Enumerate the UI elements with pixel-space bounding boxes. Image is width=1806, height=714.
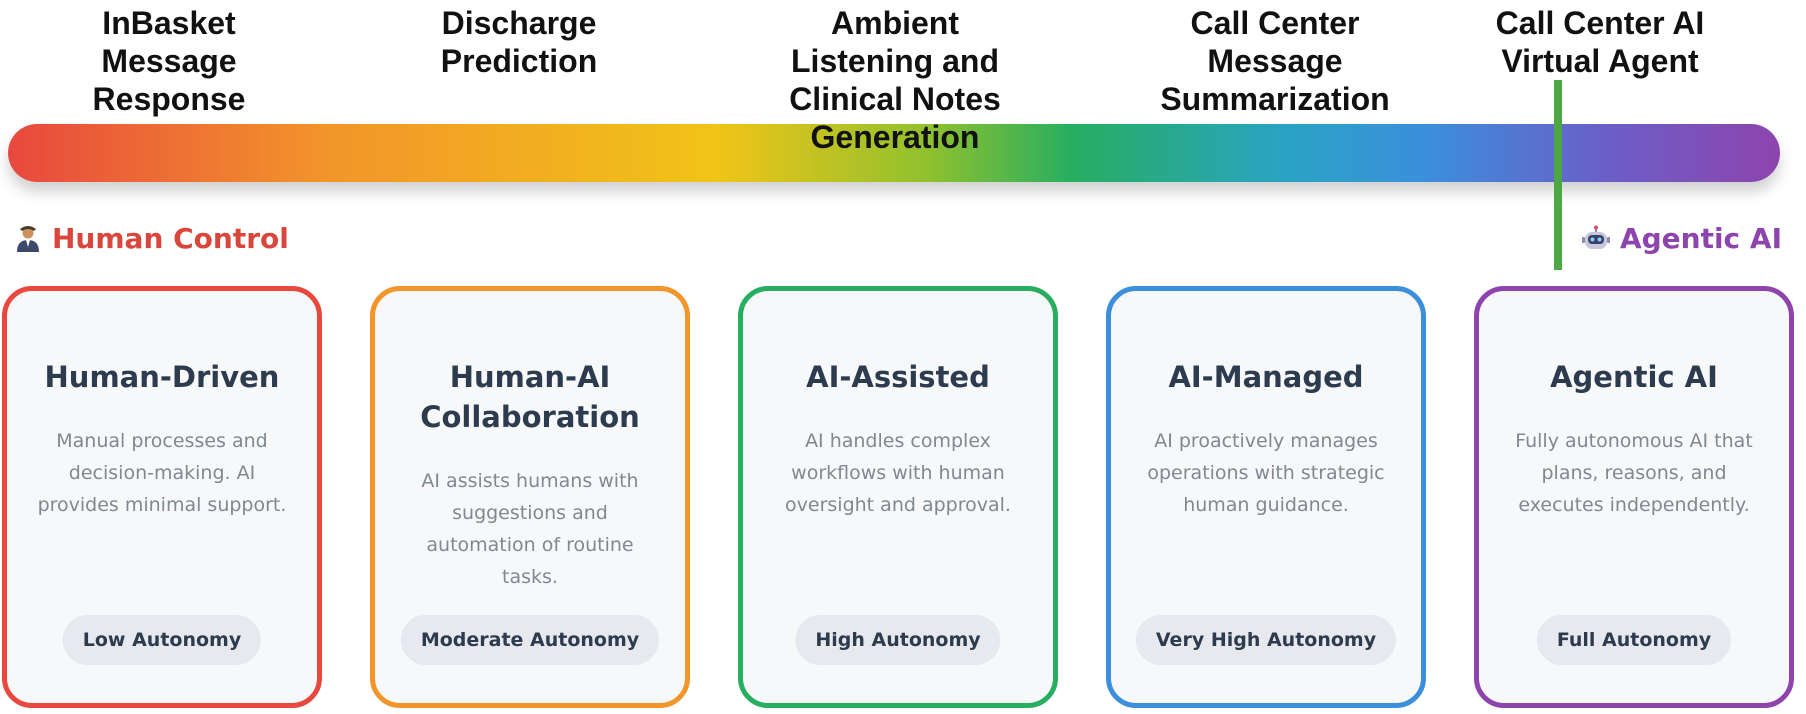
use-case-label: Discharge Prediction — [440, 5, 598, 79]
card-title: AI-Assisted — [806, 360, 990, 394]
card-title: AI-Managed — [1168, 360, 1364, 394]
autonomy-card-ai-assisted: AI-Assisted AI handles complex workflows… — [738, 286, 1058, 708]
card-description: Manual processes and decision-making. AI… — [37, 430, 287, 516]
card-description: AI handles complex workflows with human … — [785, 430, 1011, 516]
current-position-marker — [1554, 80, 1562, 270]
person-icon — [17, 225, 39, 252]
card-title: Agentic AI — [1550, 360, 1718, 394]
autonomy-card-agentic-ai: Agentic AI Fully autonomous AI that plan… — [1474, 286, 1794, 708]
autonomy-badge: Moderate Autonomy — [400, 615, 660, 665]
robot-icon — [1581, 225, 1610, 249]
autonomy-badge: Low Autonomy — [62, 615, 262, 665]
autonomy-badge: Full Autonomy — [1536, 615, 1732, 665]
card-description: Fully autonomous AI that plans, reasons,… — [1515, 430, 1753, 516]
spectrum-right-end: Agentic AI — [1581, 222, 1782, 255]
agentic-ai-label: Agentic AI — [1619, 222, 1782, 255]
use-case-label: Call Center Message Summarization — [1160, 5, 1390, 117]
human-control-label: Human Control — [52, 222, 289, 255]
use-case-label: Ambient Listening and Clinical Notes Gen… — [789, 5, 1001, 155]
card-title: Human-AI Collaboration — [420, 360, 640, 434]
autonomy-card-ai-managed: AI-Managed AI proactively manages operat… — [1106, 286, 1426, 708]
card-description: AI assists humans with suggestions and a… — [421, 470, 639, 588]
spectrum-left-end: Human Control — [14, 222, 289, 255]
card-description: AI proactively manages operations with s… — [1147, 430, 1385, 516]
autonomy-badge: Very High Autonomy — [1135, 615, 1397, 665]
autonomy-card-human-ai-collaboration: Human-AI Collaboration AI assists humans… — [370, 286, 690, 708]
autonomy-spectrum-bar — [8, 124, 1780, 182]
card-title: Human-Driven — [44, 360, 280, 394]
autonomy-card-human-driven: Human-Driven Manual processes and decisi… — [2, 286, 322, 708]
autonomy-badge: High Autonomy — [795, 615, 1001, 665]
use-case-label: Call Center AI Virtual Agent — [1495, 5, 1705, 79]
use-case-label: InBasket Message Response — [92, 5, 246, 117]
